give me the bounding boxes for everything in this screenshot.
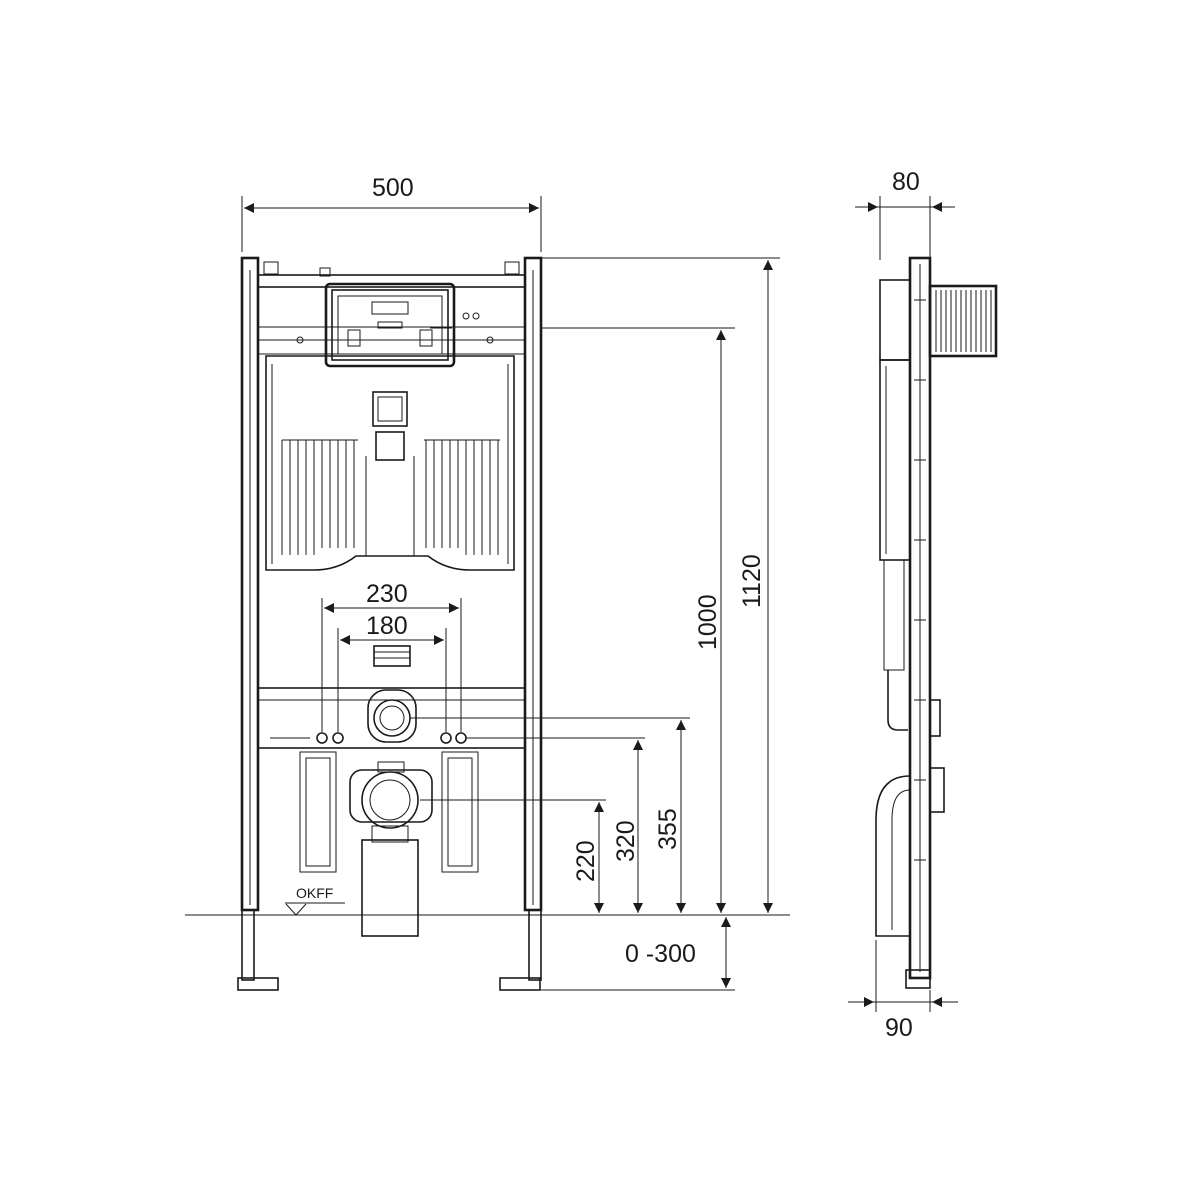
dimension-355: 355	[654, 720, 686, 913]
dimension-320-label: 320	[612, 820, 640, 862]
dimension-230: 230	[366, 580, 408, 608]
dimension-actuation-height: 1000	[694, 330, 726, 913]
cistern	[265, 355, 515, 571]
flush-inlet	[367, 689, 417, 743]
flush-pipe-connector	[373, 645, 411, 667]
side-frame-post	[905, 256, 932, 989]
dimension-355-label: 355	[654, 808, 682, 850]
dimension-bolt-spacing-230: 230	[321, 580, 462, 732]
front-view: TECE	[185, 174, 790, 991]
side-waste-bend	[875, 699, 945, 937]
okff-label: OKFF	[296, 885, 333, 901]
dimension-frame-width: 500	[241, 174, 542, 252]
flush-plate-opening: TECE	[324, 282, 456, 368]
dimension-80: 80	[892, 168, 920, 196]
left-frame-post	[237, 256, 279, 991]
dimension-500: 500	[372, 174, 414, 202]
cistern-ribs-right	[424, 439, 500, 555]
dimension-220-label: 220	[572, 840, 600, 882]
waste-outlet	[349, 761, 433, 937]
side-actuation-housing	[928, 284, 998, 358]
dimension-bolt-spacing-180: 180	[337, 612, 447, 732]
dimension-220: 220	[572, 802, 604, 913]
dimension-1120: 1120	[738, 554, 766, 608]
lower-supports	[299, 751, 479, 873]
side-cistern	[879, 279, 911, 731]
dimension-total-height: 1120	[738, 260, 773, 913]
dimension-depth-90: 90	[848, 940, 958, 1042]
dimension-320: 320	[612, 740, 643, 913]
dimension-0-300: 0 -300	[625, 940, 696, 968]
dimension-90: 90	[885, 1014, 913, 1042]
side-view: 80	[848, 168, 998, 1042]
cistern-ribs-left	[281, 439, 358, 555]
right-frame-post	[499, 256, 543, 991]
dimension-foot-adjustment: 0 -300	[625, 917, 731, 988]
dimension-depth-80: 80	[855, 168, 955, 260]
brand-label: TECE	[376, 306, 395, 313]
dimension-180: 180	[366, 612, 408, 640]
top-rail	[257, 267, 526, 355]
floor-level: OKFF	[185, 885, 790, 916]
dimension-1000: 1000	[694, 594, 722, 650]
